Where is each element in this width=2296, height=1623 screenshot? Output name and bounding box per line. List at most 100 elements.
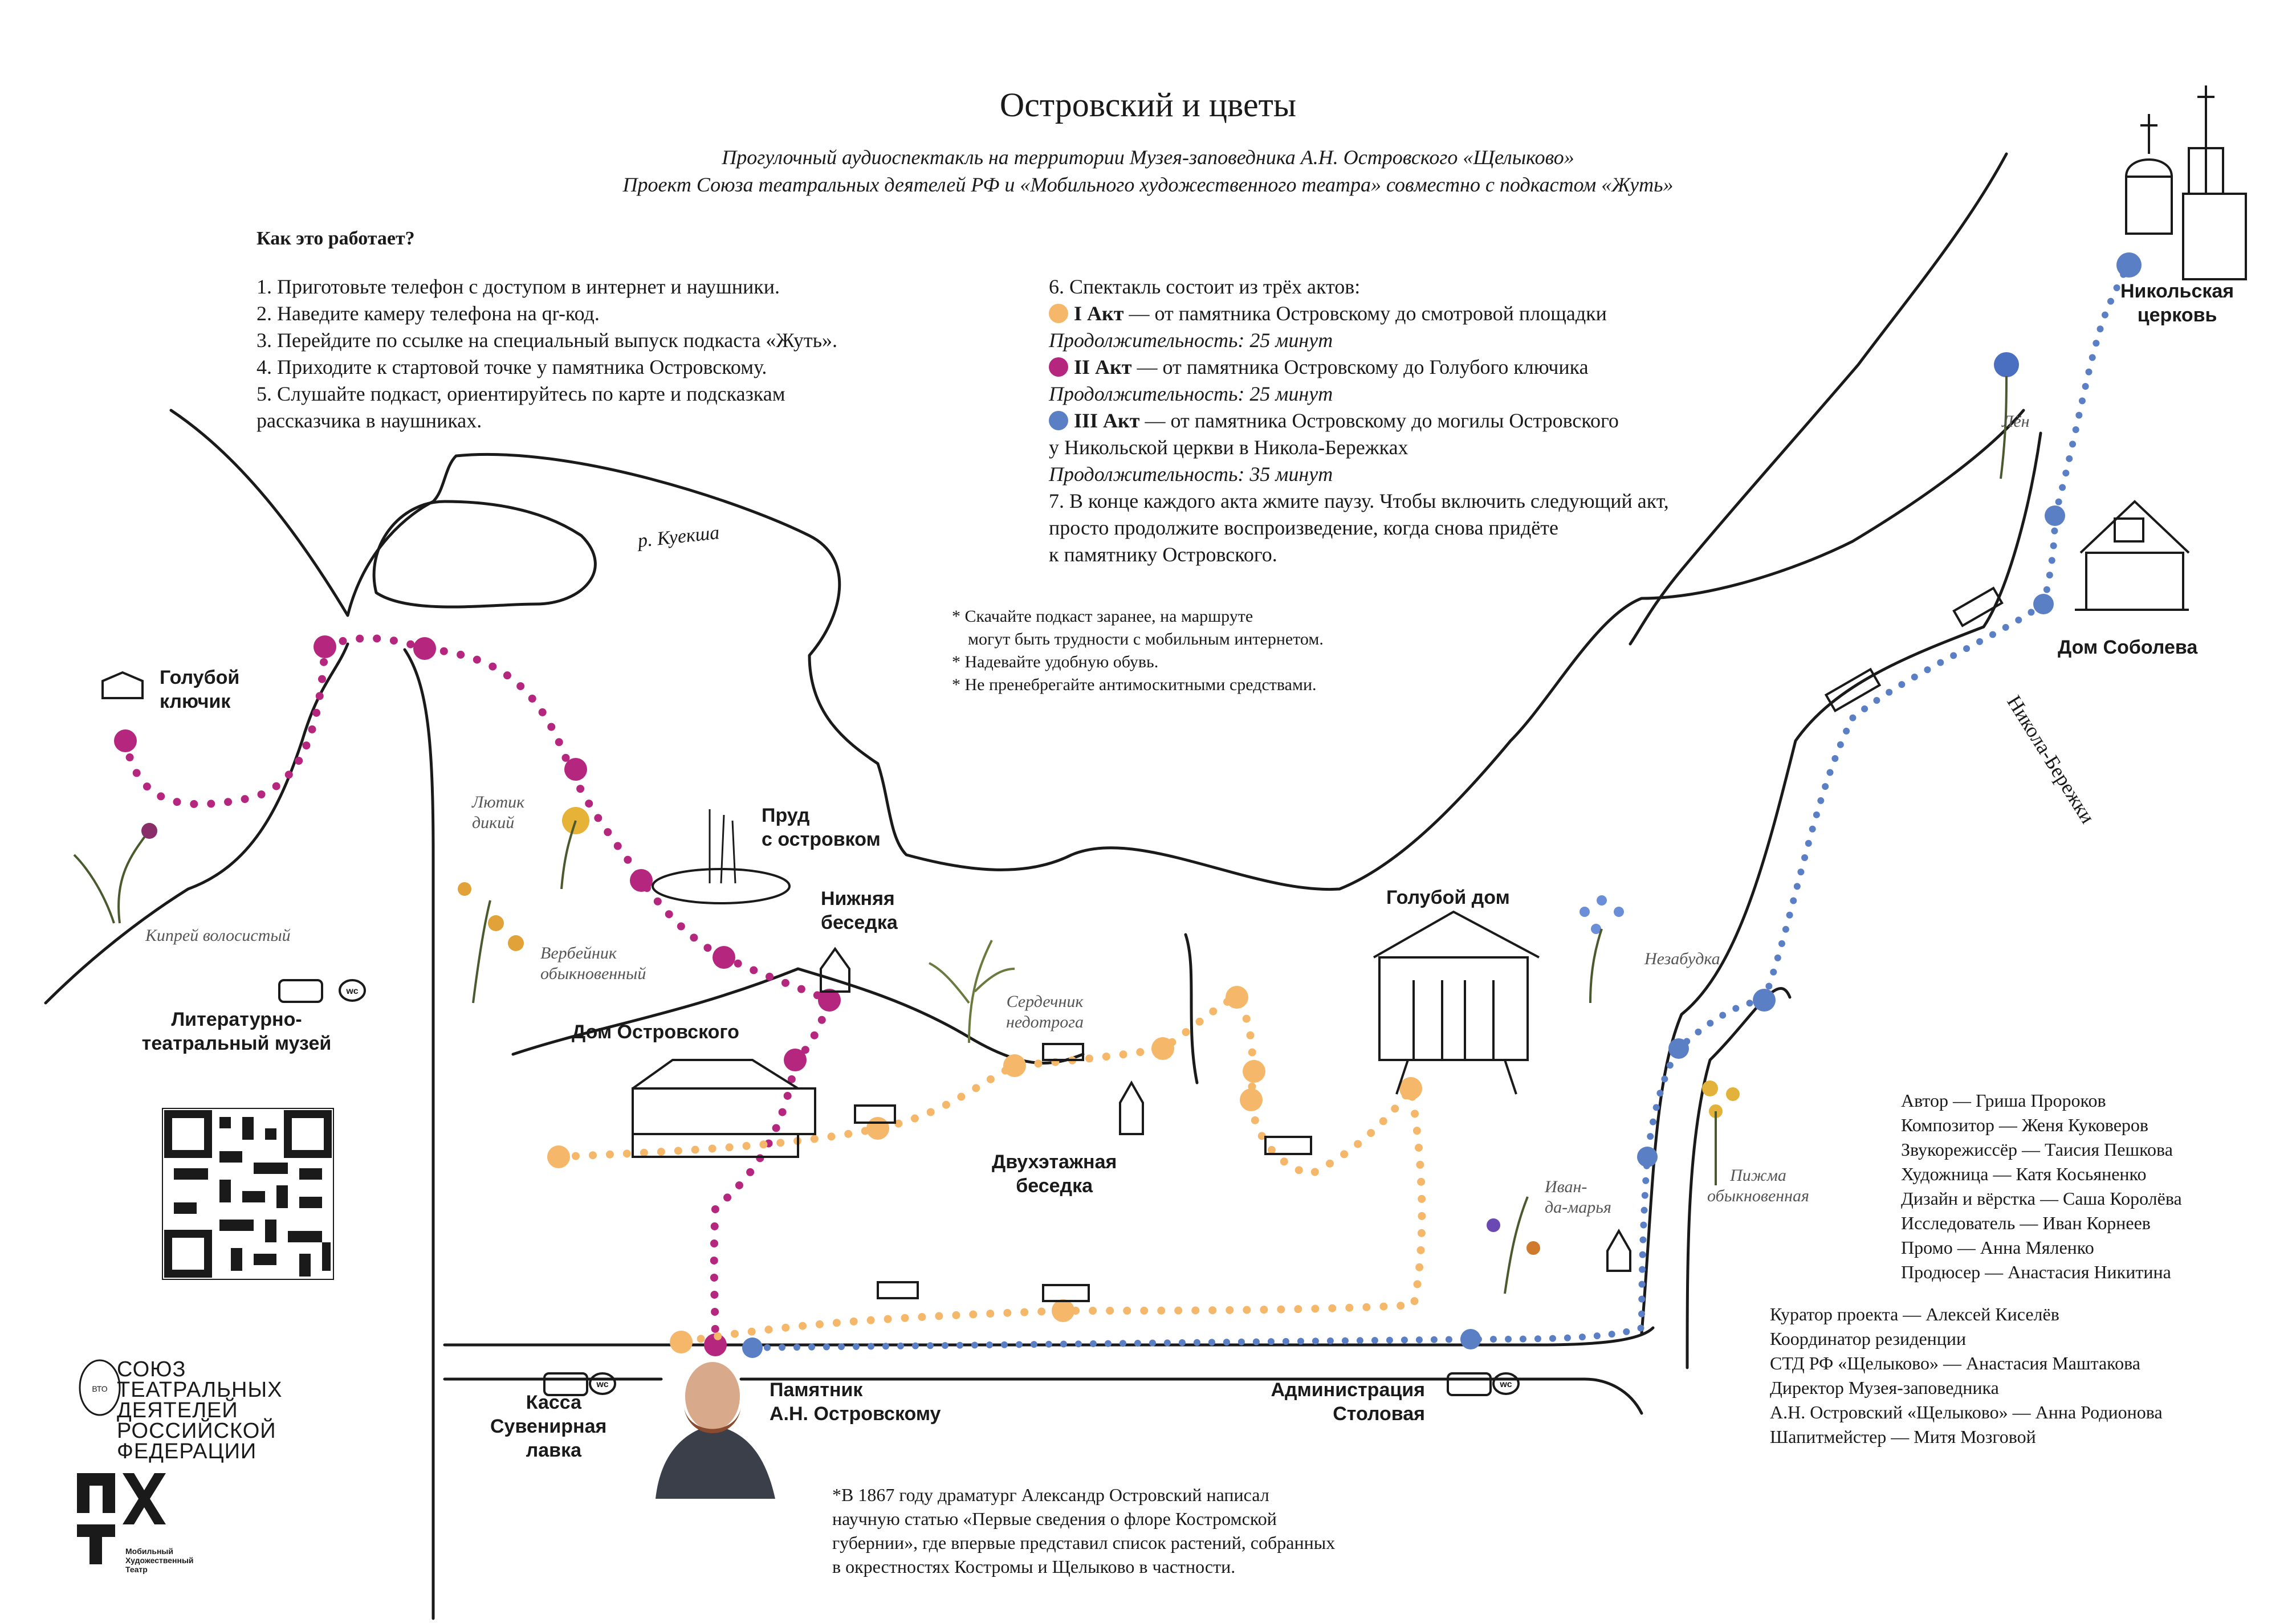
plant-label-line: Вербейник [540, 944, 617, 963]
credit-line: СТД РФ «Щелыково» — Анастасия Маштакова [1770, 1353, 2140, 1373]
footnote-line: губернии», где впервые представил список… [832, 1532, 1336, 1553]
how-it-works-steps: 1. Приготовьте телефон с доступом в инте… [257, 274, 1055, 434]
blue-spring-icon [101, 671, 144, 699]
plant-label-line: Иван- [1545, 1177, 1587, 1196]
notes-block: * Скачайте подкаст заранее, на маршруте … [952, 605, 1465, 696]
wc-label: wc [596, 1380, 608, 1389]
monument-portrait-icon [656, 1362, 775, 1499]
admin-building-icon [1447, 1372, 1492, 1396]
route-stop [1637, 1147, 1658, 1167]
place-pond[interactable]: Пруд с островком [762, 804, 881, 851]
footnote-line: *В 1867 году драматург Александр Островс… [832, 1485, 1269, 1505]
route-stop [704, 1334, 727, 1356]
step-line: 5. Слушайте подкаст, ориентируйтесь по к… [257, 382, 785, 405]
place-blue-house[interactable]: Голубой дом [1386, 887, 1510, 908]
wc-label: wc [345, 986, 358, 996]
bench-icon [877, 1281, 919, 1299]
mht-logo-icon [77, 1473, 166, 1564]
plant-label-line: обыкновенный [540, 964, 646, 983]
place-museum[interactable]: Литературно- театральный музей [117, 1008, 356, 1055]
footnote-line: в окрестностях Костромы и Щелыково в час… [832, 1556, 1236, 1577]
bench-icon [1042, 1043, 1084, 1061]
note-line: могут быть трудности с мобильным интерне… [968, 630, 1324, 649]
place-cash-desk[interactable]: Касса Сувенирная лавка [490, 1390, 606, 1462]
main-road-south-edge [443, 1377, 1643, 1415]
act-2-name: II Акт [1074, 356, 1132, 378]
place-label-line: ключик [160, 691, 231, 712]
credit-line: А.Н. Островский «Щелыково» — Анна Родион… [1770, 1402, 2163, 1422]
credit-line: Дизайн и вёрстка — Саша Королёва [1901, 1188, 2182, 1209]
main-road-horizontal [443, 1326, 1655, 1347]
place-administration[interactable]: Администрация Столовая [1231, 1378, 1425, 1426]
plant-serdechnik: Сердечник недотрога [1006, 992, 1084, 1033]
river-bank-south [44, 642, 349, 1005]
act-2-line: II Акт — от памятника Островскому до Гол… [1049, 354, 1904, 381]
plant-label-line: Лютик [472, 793, 525, 812]
credit-line: Куратор проекта — Алексей Киселёв [1770, 1304, 2059, 1324]
ostrovsky-house-icon [632, 1059, 816, 1158]
place-label-line: беседка [821, 912, 898, 933]
route-act-2-path [121, 634, 834, 1349]
river-bank-north [169, 409, 2025, 891]
route-act-3-path [749, 262, 2132, 1351]
plant-nezabudka: Незабудка [1644, 949, 1720, 968]
act-1-name: I Акт [1074, 302, 1124, 325]
logo-line: РОССИЙСКОЙ [117, 1419, 276, 1443]
place-label-line: беседка [1016, 1175, 1093, 1197]
pond-drawing [652, 809, 791, 904]
place-label-line: Столовая [1333, 1403, 1425, 1425]
place-two-storey-gazebo[interactable]: Двухэтажная беседка [992, 1150, 1117, 1198]
place-label-line: Литературно- [171, 1009, 302, 1030]
credit-line: Директор Музея-заповедника [1770, 1377, 1999, 1398]
place-soboleva-house[interactable]: Дом Соболева [2058, 637, 2198, 658]
place-label-line: Двухэтажная [992, 1151, 1117, 1173]
plant-label-line: дикий [472, 813, 515, 832]
bridge-icon [1952, 586, 2004, 627]
step-line: 1. Приготовьте телефон с доступом в инте… [257, 275, 780, 298]
two-storey-gazebo-icon [1119, 1080, 1144, 1135]
route-stop [1460, 1329, 1481, 1349]
bench-icon [1264, 1136, 1312, 1155]
place-ostrovsky-house[interactable]: Дом Островского [572, 1021, 739, 1043]
plant-label-line: да-марья [1545, 1198, 1611, 1217]
act-3-duration: Продолжительность: 35 минут [1049, 463, 1333, 486]
std-logo-text: СОЮЗ ТЕАТРАЛЬНЫХ ДЕЯТЕЛЕЙ РОССИЙСКОЙ ФЕД… [117, 1359, 282, 1462]
std-logo-icon: ВТО [79, 1359, 121, 1416]
act-2-dot-icon [1049, 357, 1068, 377]
credit-line: Автор — Гриша Пророков [1901, 1090, 2106, 1111]
bench-icon [1042, 1284, 1090, 1302]
place-blue-spring[interactable]: Голубой ключик [160, 666, 239, 713]
credit-line: Координатор резиденции [1770, 1328, 1967, 1349]
act-1-line: I Акт — от памятника Островскому до смот… [1049, 300, 1904, 327]
river-bank-east [1629, 152, 2008, 646]
acts-block: 6. Спектакль состоит из трёх актов: I Ак… [1049, 274, 1904, 568]
main-road-vertical [403, 648, 435, 1620]
route-stop [1052, 1299, 1074, 1322]
lower-gazebo-icon [820, 947, 850, 993]
grave-icon [1606, 1228, 1631, 1272]
credit-line: Шапитмейстер — Митя Мозговой [1770, 1426, 2036, 1447]
act-3-line: III Акт — от памятника Островскому до мо… [1049, 407, 1904, 434]
logo-line: Мобильный [125, 1547, 173, 1556]
river-island [372, 500, 597, 609]
map-title: Островский и цветы [999, 86, 1297, 124]
place-church[interactable]: Никольская церковь [2120, 279, 2234, 327]
place-label-line: Нижняя [821, 888, 895, 910]
qr-code-icon [162, 1108, 334, 1280]
plant-lyon: Лён [2002, 412, 2030, 431]
credit-line: Художница — Катя Косьяненко [1901, 1164, 2147, 1184]
bridge-icon [1824, 667, 1882, 712]
act-3-dot-icon [1049, 411, 1068, 430]
plant-lyutik: Лютик дикий [472, 792, 524, 833]
route-stop [1668, 1038, 1689, 1059]
credit-line: Композитор — Женя Куковеров [1901, 1115, 2149, 1135]
place-label-line: А.Н. Островскому [770, 1403, 941, 1425]
logo-line: Театр [125, 1565, 148, 1574]
plant-label-line: обыкновенная [1707, 1186, 1809, 1205]
lyon-flower-icon [1994, 352, 2019, 479]
place-lower-gazebo[interactable]: Нижняя беседка [821, 887, 898, 935]
plant-pizhma: Пижма обыкновенная [1707, 1165, 1809, 1206]
wc-icon [1492, 1372, 1520, 1395]
place-monument[interactable]: Памятник А.Н. Островскому [770, 1378, 941, 1426]
